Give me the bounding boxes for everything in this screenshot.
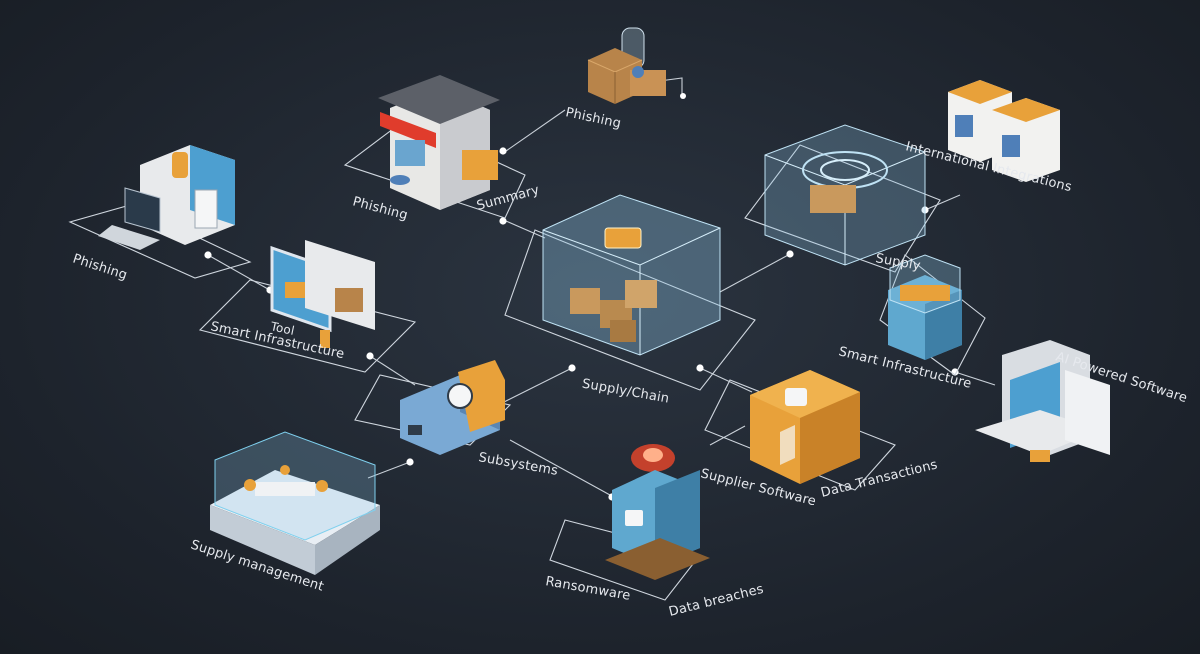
label-center: Supply/Chain xyxy=(581,377,670,407)
cloud-data-platform-icon xyxy=(210,431,380,575)
label-phishing-shop: Phishing xyxy=(351,194,409,223)
node-dot xyxy=(499,217,507,225)
data-boxes-icon xyxy=(948,80,1060,182)
laptop-workstation-icon xyxy=(975,340,1110,462)
label-ransomware: Ransomware xyxy=(544,574,631,604)
node-dot xyxy=(680,93,686,99)
connector-phishing-monitor xyxy=(207,254,276,294)
glass-cube-icon xyxy=(542,194,721,356)
node-dot xyxy=(786,250,794,258)
connectors xyxy=(207,77,996,496)
node-dot xyxy=(499,147,507,155)
connector-monitor-subsystems xyxy=(369,355,416,386)
lock-crate-icon xyxy=(750,370,860,484)
node-dot xyxy=(366,352,374,360)
connector-shop-center xyxy=(505,220,546,239)
connector-lock-ransom xyxy=(709,425,746,446)
connector-subsystems-ransomware xyxy=(509,439,611,496)
label-subsystems: Subsystems xyxy=(477,450,559,479)
coin-box-icon xyxy=(888,254,962,360)
plate-phishing-left xyxy=(68,204,252,279)
crate-stack-icon xyxy=(587,27,666,104)
label-tool: Tool xyxy=(268,319,295,338)
node-dot xyxy=(406,458,414,466)
ransomware-cube-icon xyxy=(605,444,710,580)
connector-center-glass xyxy=(719,253,791,293)
connector-subsystems-center xyxy=(499,367,573,405)
node-dot xyxy=(204,251,212,259)
connector-glass-crates xyxy=(924,194,961,211)
computer-server-icon xyxy=(98,145,235,250)
chip-device-icon xyxy=(400,360,505,455)
connector-coin-laptop xyxy=(954,371,996,386)
connector-center-lock xyxy=(699,367,753,393)
node-dot xyxy=(568,364,576,372)
label-data-breaches: Data breaches xyxy=(667,582,765,620)
label-phishing-top: Phishing xyxy=(564,105,622,131)
node-dot xyxy=(696,364,704,372)
label-phishing-left: Phishing xyxy=(71,252,129,284)
target-glass-icon xyxy=(764,124,926,266)
plate-center xyxy=(504,229,756,391)
monitor-icon xyxy=(270,240,375,348)
shop-icon xyxy=(378,75,500,210)
connector-shop-crates xyxy=(505,109,566,152)
plate-glass xyxy=(744,144,941,273)
